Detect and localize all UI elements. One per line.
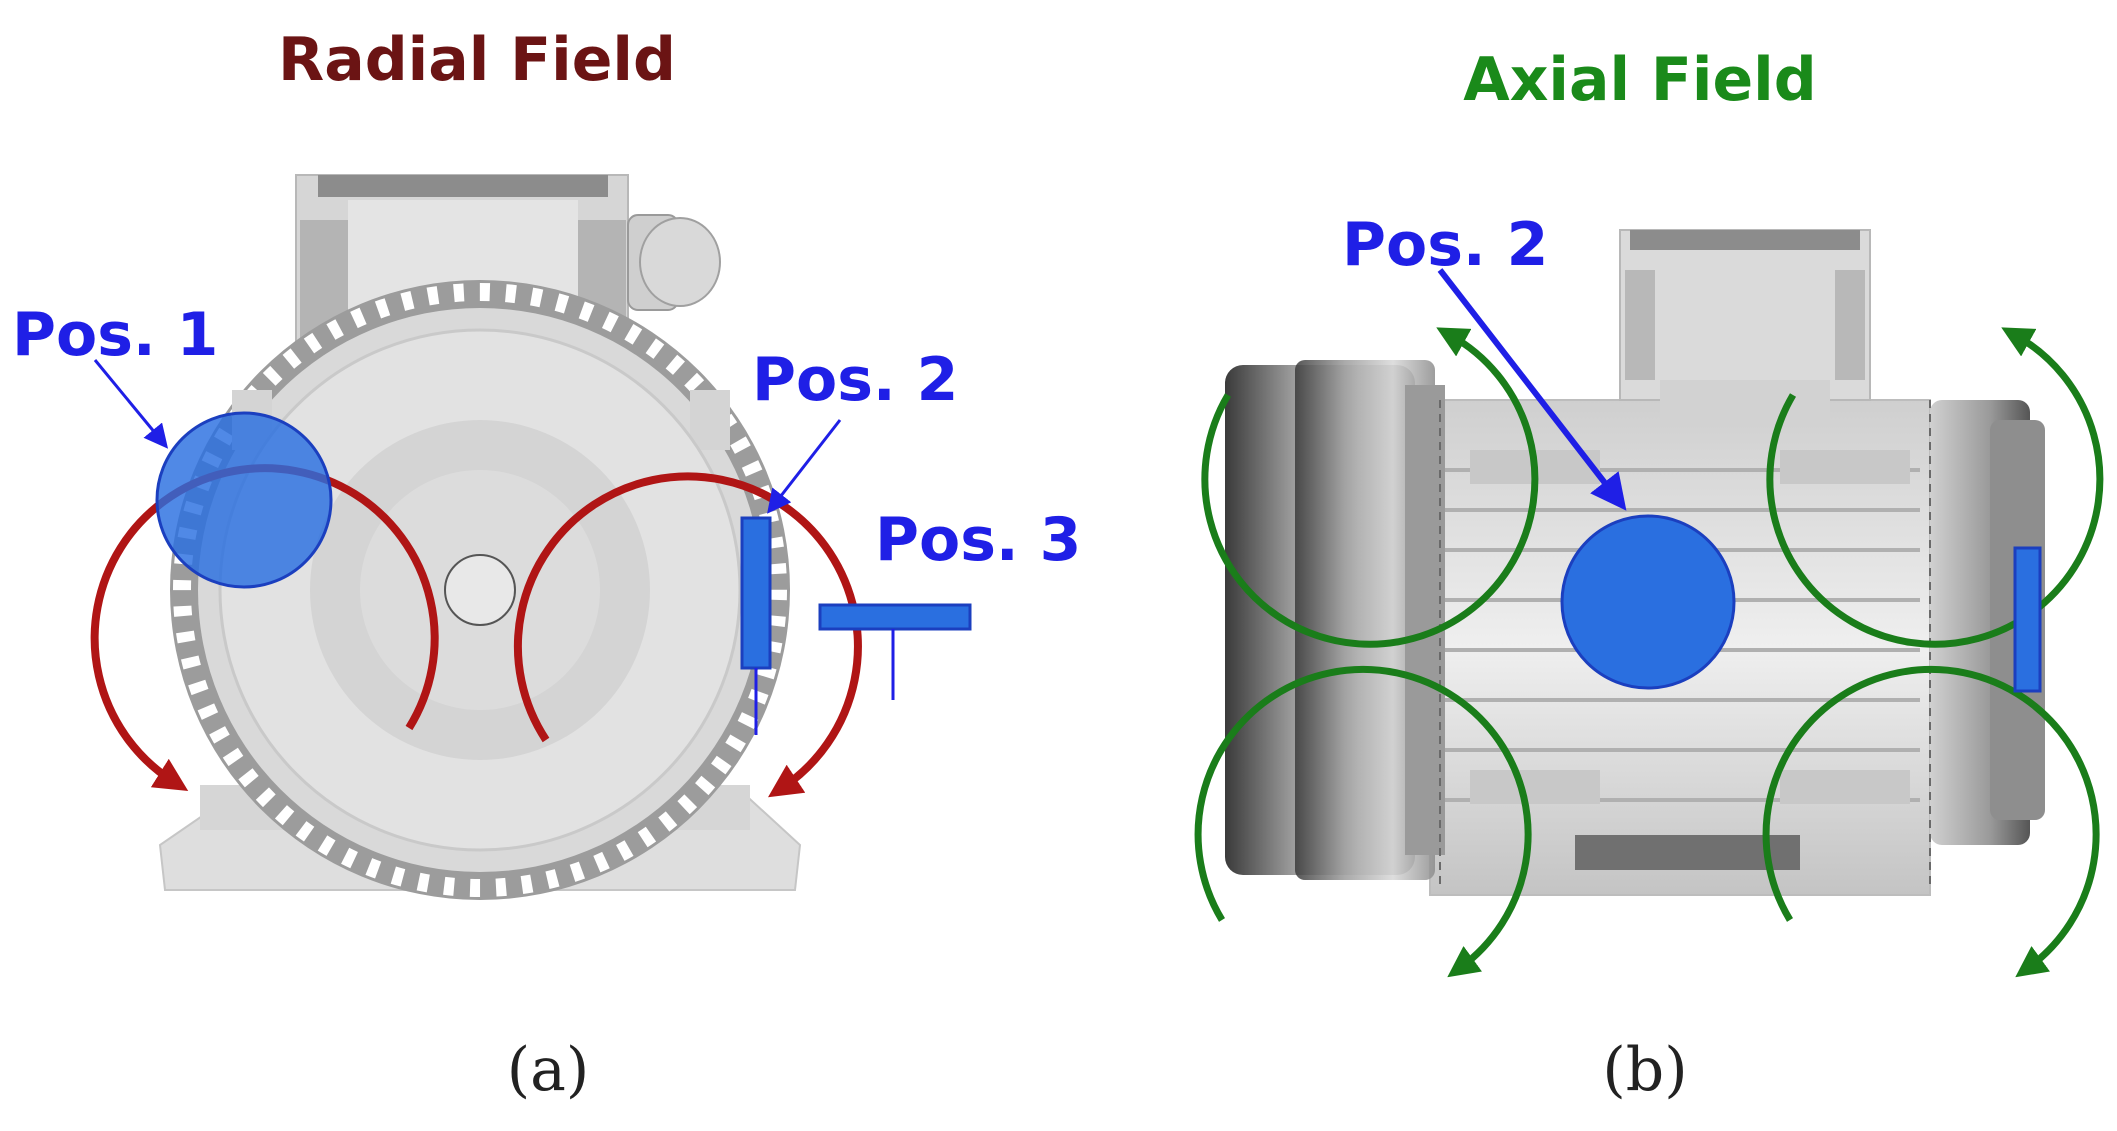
sensor-pos1 xyxy=(155,411,333,589)
label-pos1: Pos. 1 xyxy=(12,300,218,370)
label-pos3: Pos. 3 xyxy=(875,505,1081,575)
caption-b: (b) xyxy=(1602,1035,1687,1105)
caption-a: (a) xyxy=(507,1035,590,1105)
axial-field-arrow-top-left xyxy=(1201,327,1539,648)
sensor-pos2 xyxy=(740,516,772,670)
radial-field-arrow-right xyxy=(513,472,862,798)
axial-field-arrow-bottom-right xyxy=(1762,665,2100,978)
label-pos2: Pos. 2 xyxy=(752,345,958,415)
sensor-pos3 xyxy=(818,603,972,631)
motor-front-view xyxy=(158,174,802,900)
sensor-axial-end xyxy=(2013,546,2042,693)
panel-axial: Axial Field xyxy=(1194,45,2104,1105)
axial-field-title: Axial Field xyxy=(1463,45,1816,115)
pointer-pos2 xyxy=(767,419,842,514)
terminal-box-side xyxy=(1619,229,1871,401)
motor-foot-side xyxy=(1575,835,1800,870)
panel-radial: Radial Field xyxy=(12,25,1081,1105)
pointer-axial-pos2 xyxy=(1437,268,1627,511)
shaft xyxy=(444,554,516,626)
label-axial-pos2: Pos. 2 xyxy=(1342,210,1548,280)
axial-field-arrow-bottom-left xyxy=(1194,665,1532,978)
pointer-pos1 xyxy=(93,359,169,449)
axial-field-arrow-top-right xyxy=(1766,327,2104,648)
sensor-axial-pos2 xyxy=(1560,514,1736,690)
radial-field-title: Radial Field xyxy=(278,25,676,95)
